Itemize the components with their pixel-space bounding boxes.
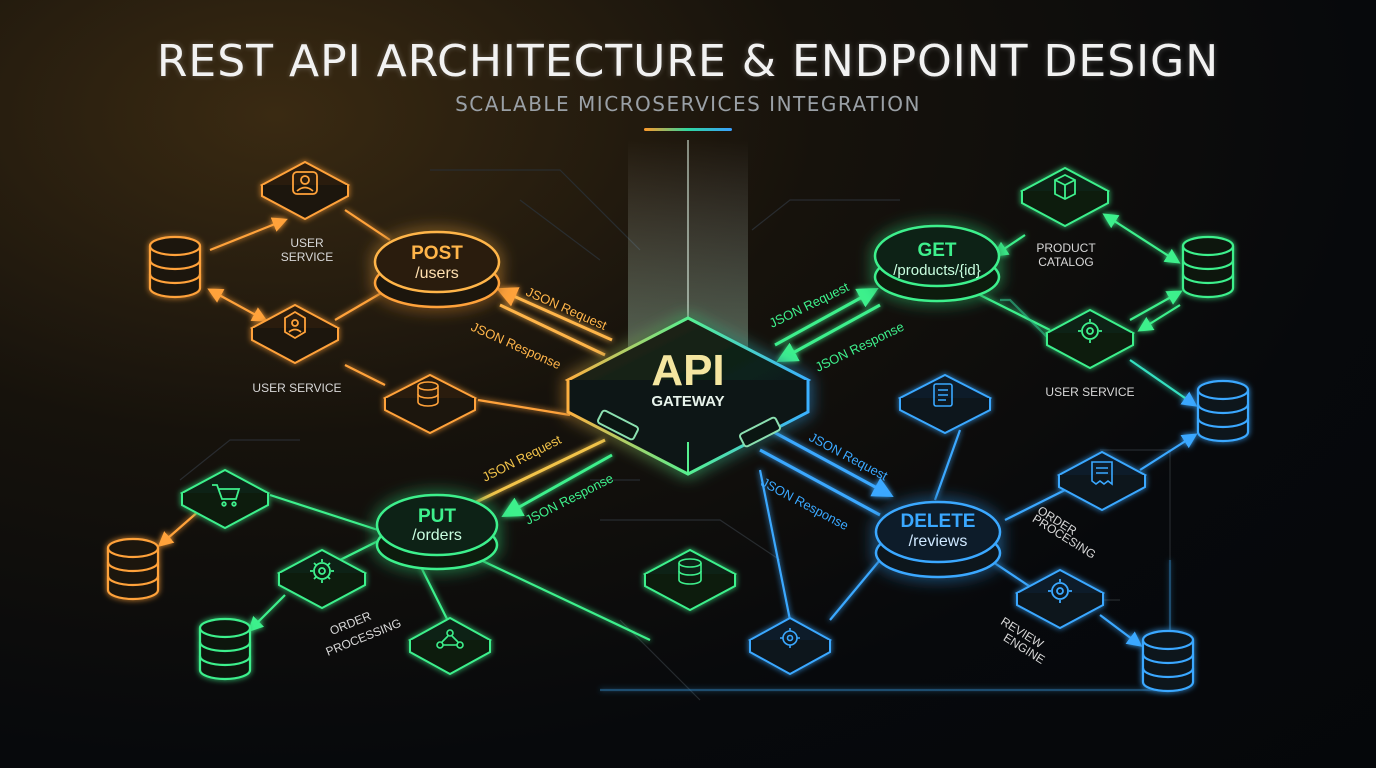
link-put-to-dbnode (469, 554, 651, 641)
endpoint-get[interactable] (873, 224, 1001, 303)
database-cylinder-blue-1[interactable] (1196, 379, 1250, 443)
user-service-top-label-line2: SERVICE (281, 250, 333, 264)
network-node[interactable] (407, 616, 493, 676)
user-service-left-label: USER SERVICE (252, 381, 341, 395)
user-icon (292, 171, 318, 195)
endpoint-get-path: /products/{id} (893, 262, 981, 279)
link-gear-to-put (339, 539, 381, 561)
database-cylinder-orange-1[interactable] (148, 235, 202, 299)
gear-icon-blue (780, 628, 800, 648)
gear-icon-review (1048, 579, 1072, 603)
gateway-ports (597, 409, 781, 448)
link-delete-to-review (989, 559, 1036, 591)
link-product-to-db (1102, 213, 1181, 264)
gateway-title: API (651, 346, 724, 395)
database-cylinder-blue-2[interactable] (1141, 629, 1195, 693)
user-badge-icon (284, 310, 306, 340)
link-db-to-userservice (207, 288, 268, 322)
link-gateway-to-gear-blue (758, 469, 792, 621)
flow-post-response (499, 303, 606, 357)
flow-label-delete-response: JSON Response (759, 474, 852, 533)
flow-label-get-request: JSON Request (767, 279, 852, 331)
endpoint-post-path: /users (415, 265, 459, 282)
link-cart-to-put (269, 493, 379, 532)
link-userservice-to-db (1129, 290, 1183, 321)
endpoint-delete[interactable] (874, 500, 1002, 579)
endpoint-post-method: POST (411, 243, 463, 264)
endpoint-put-method: PUT (418, 506, 456, 527)
flow-label-get-response: JSON Response (813, 319, 907, 375)
endpoint-put[interactable] (375, 493, 499, 571)
document-node[interactable] (897, 373, 993, 435)
title-underline (644, 128, 732, 131)
api-gateway-node[interactable] (564, 316, 812, 476)
gear-icon-right (1078, 319, 1102, 343)
database-cylinder-green-right[interactable] (1181, 235, 1235, 299)
flow-get-request (774, 287, 879, 347)
flow-delete-request (769, 428, 894, 498)
link-delete-to-receipt (1004, 489, 1066, 521)
endpoint-delete-path: /reviews (909, 533, 968, 550)
flow-delete-response (759, 448, 881, 517)
endpoint-get-method: GET (917, 240, 956, 261)
link-user-to-post (344, 209, 391, 241)
order-processing-node-right[interactable] (1056, 450, 1148, 512)
database-icon (417, 381, 439, 407)
database-cylinder-green[interactable] (198, 617, 252, 681)
link-network-to-put (419, 564, 451, 626)
database-cylinder-orange-2[interactable] (106, 537, 160, 601)
user-service-top-label-line1: USER (290, 236, 324, 250)
user-service-node-top[interactable] (259, 160, 351, 221)
user-service-node-left[interactable] (249, 303, 341, 365)
flow-put-request (469, 438, 606, 507)
link-doc-to-delete (933, 429, 962, 501)
package-icon (1054, 173, 1076, 201)
page-subtitle: SCALABLE MICROSERVICES INTEGRATION (455, 92, 921, 116)
review-engine-node[interactable] (1014, 568, 1106, 630)
flow-label-put-request: JSON Request (480, 432, 564, 485)
link-dbnode-to-userservice (344, 364, 386, 386)
page-title: REST API ARCHITECTURE & ENDPOINT DESIGN (156, 36, 1220, 87)
cart-node[interactable] (179, 468, 271, 530)
endpoint-delete-method: DELETE (901, 511, 976, 532)
endpoint-post[interactable] (373, 230, 501, 309)
link-dbnode-to-gateway (477, 398, 571, 417)
link-receipt-to-db (1139, 433, 1198, 471)
link-review-to-db (1099, 614, 1143, 647)
link-get-to-userservice (979, 294, 1051, 331)
product-catalog-label-line2: CATALOG (1038, 255, 1094, 269)
link-db-bl-to-cart (157, 509, 201, 548)
link-userservice-to-db-blue (1129, 359, 1198, 407)
flow-post-request (496, 287, 613, 342)
network-icon (436, 629, 464, 649)
link-bus-right (1000, 298, 1061, 351)
link-db-tl-to-user (209, 217, 288, 252)
product-catalog-label-line1: PRODUCT (1036, 241, 1096, 255)
order-processing-node-left[interactable] (276, 548, 368, 610)
receipt-icon (1091, 461, 1113, 486)
link-delete-to-gear-blue (829, 559, 881, 621)
database-icon-green (678, 558, 702, 585)
flow-put-response (501, 453, 613, 518)
user-service-node-right[interactable] (1044, 308, 1136, 370)
gateway-subtitle: GATEWAY (651, 393, 724, 410)
flow-get-response (776, 303, 881, 363)
link-gear-to-db (247, 594, 286, 633)
database-node-green[interactable] (642, 548, 738, 612)
cart-icon (212, 484, 241, 507)
document-icon (933, 383, 953, 407)
endpoint-put-path: /orders (412, 527, 462, 544)
flow-label-post-request: JSON Request (524, 284, 610, 333)
link-db-to-userservice-back (1137, 304, 1181, 332)
gear-icon (310, 559, 334, 583)
link-get-to-product (992, 234, 1026, 257)
user-service-right-label: USER SERVICE (1045, 385, 1134, 399)
database-node-orange[interactable] (382, 373, 478, 435)
